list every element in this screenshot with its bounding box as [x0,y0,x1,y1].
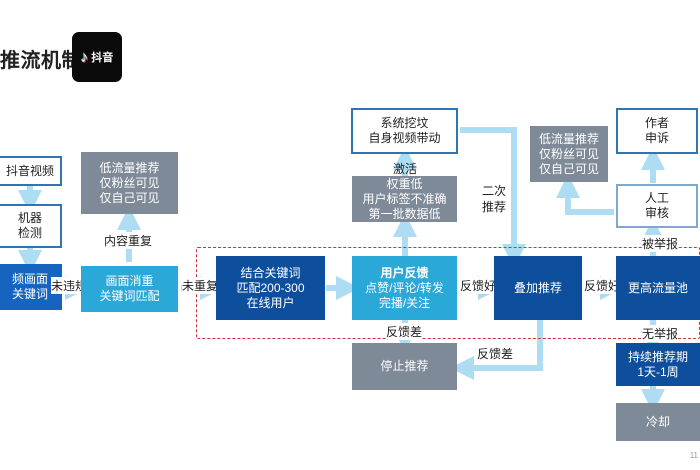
box-text: 完播/关注 [378,295,431,310]
box-keyword-match: 结合关键词 匹配200-300 在线用户 [216,256,325,320]
tiktok-note-icon: ♪ [80,48,89,66]
label-feedback-bad-1: 反馈差 [386,323,423,340]
box-stack-recommend: 叠加推荐 [494,256,582,320]
box-text: 停止推荐 [380,359,429,373]
box-system-mining: 系统挖坟 自身视频带动 [351,108,458,154]
box-text: 权重低 [386,176,423,191]
logo-text: 抖音 [91,52,114,64]
box-text: 人工 [644,191,669,205]
box-title: 用户反馈 [380,265,429,280]
label-feedback-bad-2: 反馈差 [477,345,514,362]
arrow-manual-to-lowrec [556,174,614,215]
box-machine-check: 机器 检测 [0,204,62,248]
box-text: 结合关键词 [240,265,301,280]
box-text: 仅粉丝可见 [99,175,160,190]
arrow-mining-to-stack [460,127,526,268]
box-text: 关键词匹配 [99,289,160,303]
label-feedback-good-1: 反馈好 [460,277,497,294]
box-text: 持续推荐期 [627,349,688,364]
page-number: 11 [689,451,698,460]
box-text: 画面消重 [105,274,154,288]
box-continue-recommend: 持续推荐期 1天-1周 [616,343,700,386]
box-low-traffic-right: 低流量推荐 仅粉丝可见 仅自己可见 [530,126,608,182]
box-text: 仅自己可见 [538,161,599,176]
douyin-logo: ♪ 抖音 [72,32,122,82]
box-text: 匹配200-300 [236,280,305,295]
box-text: 审核 [644,206,669,220]
label-second-rec: 二次 推荐 [482,183,506,215]
box-text: 更高流量池 [627,280,688,295]
box-author-appeal: 作者 申诉 [616,108,698,154]
box-text: 申诉 [644,131,669,145]
box-text: 关键词 [11,287,48,301]
box-text: 第一批数据低 [368,206,441,221]
box-higher-pool: 更高流量池 [616,256,700,320]
box-text: 抖音视频 [5,163,54,178]
page-title: 推流机制 [0,50,82,72]
box-text: 作者 [644,116,669,130]
box-text: 检测 [17,226,42,240]
box-text: 仅自己可见 [99,190,160,205]
box-low-weight: 权重低 用户标签不准确 第一批数据低 [352,176,457,222]
box-text: 仅粉丝可见 [538,146,599,161]
box-text: 叠加推荐 [513,280,562,295]
label-activate: 激活 [393,162,418,176]
box-cooldown: 冷却 [616,403,700,441]
label-text: 推荐 [482,200,507,214]
box-text: 1天-1周 [637,364,679,379]
box-douyin-video: 抖音视频 [0,156,62,186]
box-text: 用户标签不准确 [362,191,447,206]
label-not-reported: 无举报 [642,325,679,342]
label-no-violation: 未违规 [51,277,88,294]
label-reported: 被举报 [642,235,679,252]
arrow-stack-to-stop [450,318,543,380]
box-stop-recommend: 停止推荐 [352,343,457,390]
box-low-traffic-left: 低流量推荐 仅粉丝可见 仅自己可见 [81,152,178,214]
label-feedback-good-2: 反馈好 [584,277,621,294]
box-text: 系统挖坟 [380,116,429,130]
box-dedupe: 画面消重 关键词匹配 [81,266,178,312]
label-no-duplicate: 未重复 [182,277,219,294]
label-text: 二次 [482,184,507,198]
label-content-duplicate: 内容重复 [104,232,153,249]
box-text: 在线用户 [246,295,295,310]
box-text: 自身视频带动 [368,131,441,145]
box-text: 低流量推荐 [99,160,160,175]
box-text: 低流量推荐 [538,131,599,146]
box-text: 机器 [17,211,42,225]
box-manual-review: 人工 审核 [616,184,698,228]
box-user-feedback: 用户反馈 点赞/评论/转发 完播/关注 [352,256,457,320]
box-text: 频画面 [11,272,48,286]
box-text: 冷却 [645,414,670,429]
box-text: 点赞/评论/转发 [365,280,444,295]
